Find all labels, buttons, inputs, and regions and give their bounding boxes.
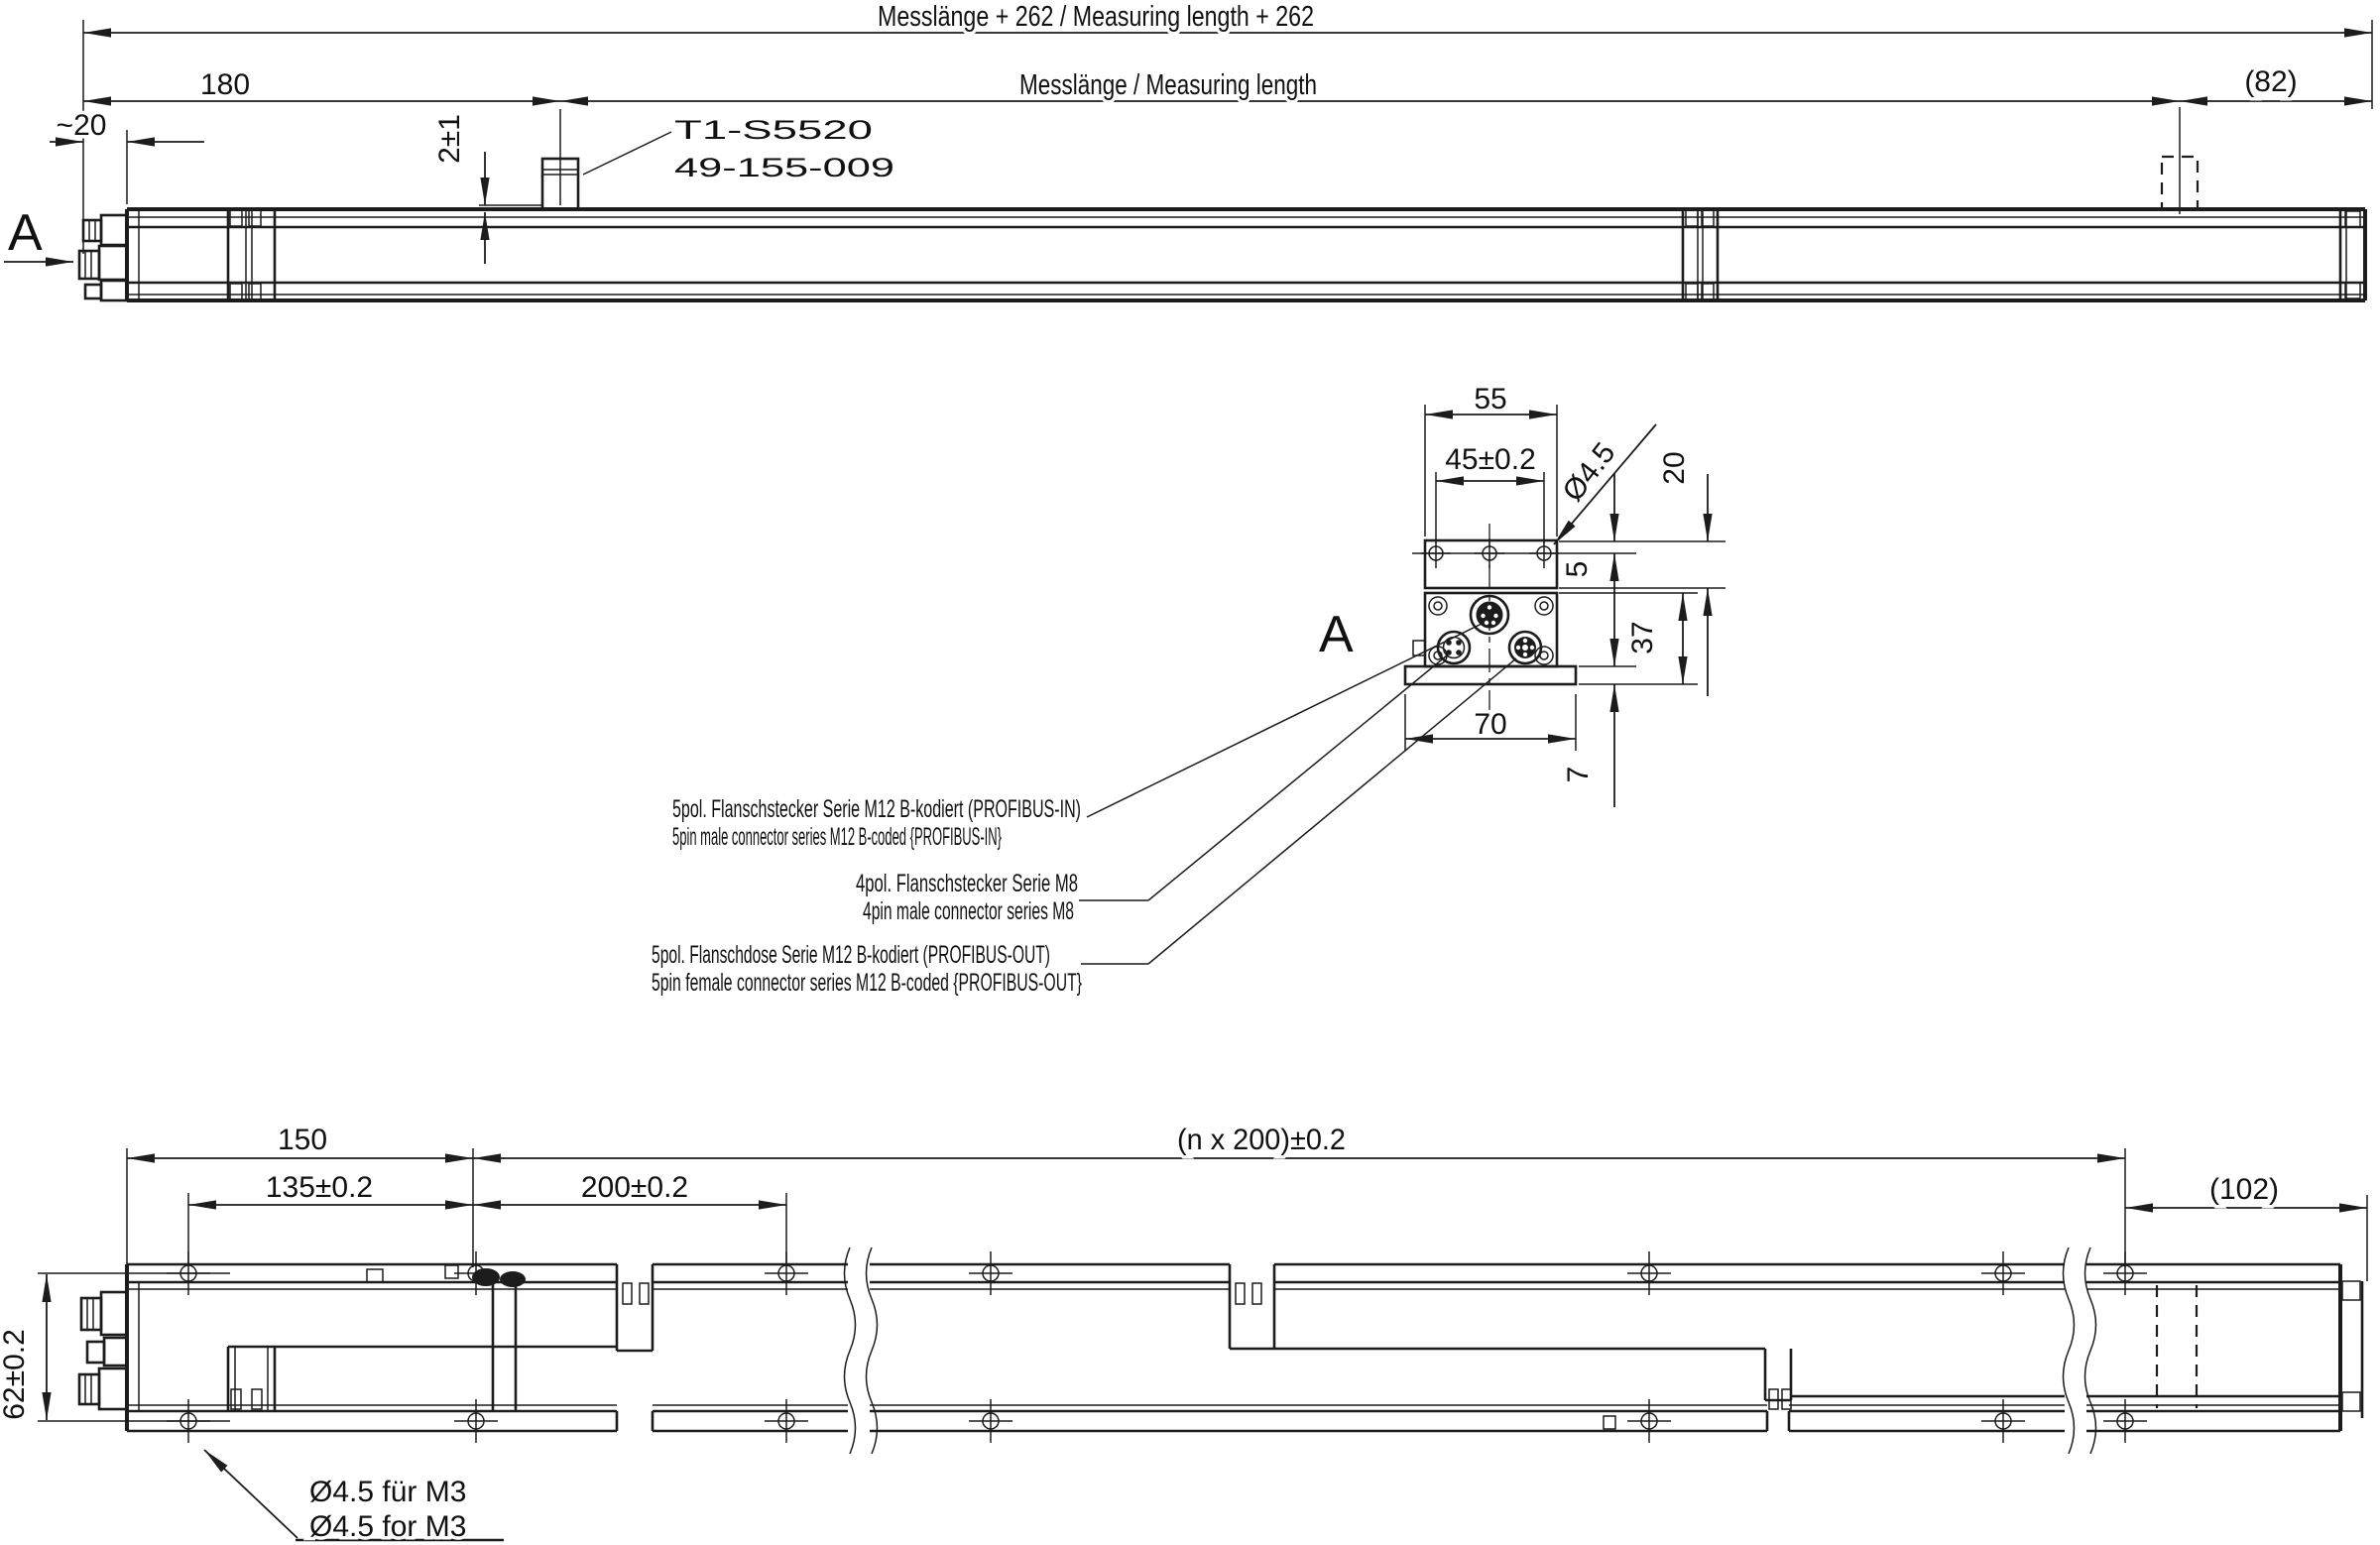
profibus-in-label-en: 5pin male connector series M12 B-coded {… <box>672 823 1002 851</box>
section-a-letter: A <box>8 204 43 262</box>
detail-a-letter: A <box>1319 606 1354 663</box>
dim-approx20-label: ~20 <box>57 109 107 142</box>
dim-n200-label: (n x 200)±0.2 <box>1177 1124 1346 1156</box>
dim-70-label: 70 <box>1474 708 1506 741</box>
top-view-linework <box>4 20 2373 302</box>
profibus-out-label-en: 5pin female connector series M12 B-coded… <box>652 969 1082 997</box>
dim-total-length-label: Messlänge + 262 / Measuring length + 262 <box>878 1 1314 33</box>
dim-2pm1-label: 2±1 <box>433 114 466 164</box>
m8-label-en: 4pin male connector series M8 <box>863 897 1074 925</box>
profibus-out-label-de: 5pol. Flanschdose Serie M12 B-kodiert (P… <box>652 941 1050 969</box>
dim-measuring-length-label: Messlänge / Measuring length <box>1019 69 1317 101</box>
dim-hole-dia-label: Ø4.5 <box>1556 436 1621 508</box>
dim-62-label: 62±0.2 <box>0 1329 31 1420</box>
hole-note-label-en: Ø4.5 for M3 <box>309 1510 466 1543</box>
profibus-in-label-de: 5pol. Flanschstecker Serie M12 B-kodiert… <box>672 795 1081 823</box>
dim-37-label: 37 <box>1626 621 1659 654</box>
dim-5-label: 5 <box>1561 561 1594 578</box>
detail-view-a: A 55 45±0.2 Ø4.5 20 5 37 70 7 5pol. Flan… <box>649 380 1726 1001</box>
dim-150-label: 150 <box>278 1124 327 1156</box>
dim-45-label: 45±0.2 <box>1445 443 1536 476</box>
sensor-part-number-label: 49-155-009 <box>674 153 894 182</box>
dim-7-label: 7 <box>1562 767 1595 783</box>
bottom-view-plan: 150 (n x 200)±0.2 135±0.2 200±0.2 (102) … <box>0 1121 2368 1545</box>
dim-82-label: (82) <box>2244 65 2297 98</box>
m8-label-de: 4pol. Flanschstecker Serie M8 <box>856 870 1078 897</box>
dim-20-label: 20 <box>1658 451 1691 484</box>
dim-135-label: 135±0.2 <box>266 1171 373 1204</box>
top-view-side-elevation: Messlänge + 262 / Measuring length + 262… <box>4 0 2373 302</box>
dim-180-label: 180 <box>200 68 250 101</box>
dim-55-label: 55 <box>1474 383 1506 416</box>
detail-view-linework <box>1079 405 1726 965</box>
dim-102-label: (102) <box>2209 1173 2279 1206</box>
hole-note-label-de: Ø4.5 für M3 <box>309 1476 466 1508</box>
sensor-model-label: T1-S5520 <box>674 115 873 145</box>
bottom-view-linework <box>38 1148 2368 1542</box>
dim-200-label: 200±0.2 <box>581 1171 688 1204</box>
